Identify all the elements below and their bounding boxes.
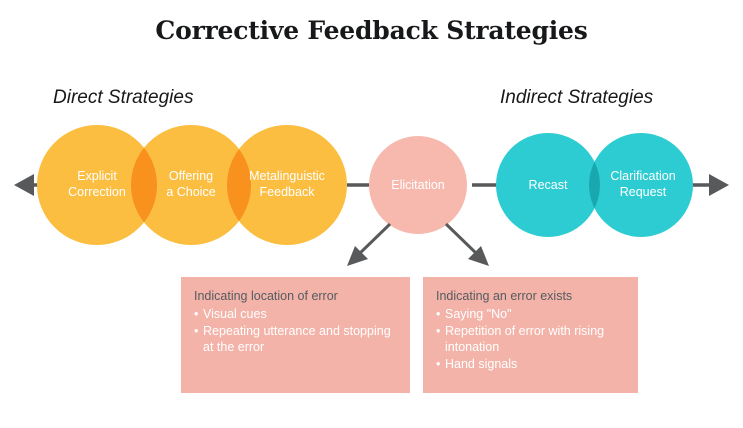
circle-elicitation[interactable]: [369, 136, 467, 234]
list-item: Hand signals: [436, 356, 625, 373]
arrow-to-left-box-icon: [347, 246, 368, 266]
circle-offering-a-choice[interactable]: [131, 125, 251, 245]
info-box-heading: Indicating location of error: [194, 289, 338, 303]
page-title: Corrective Feedback Strategies: [155, 16, 588, 45]
list-item: Repetition of error with rising intonati…: [436, 323, 625, 356]
circle-explicit-correction[interactable]: [37, 125, 157, 245]
list-item: Repeating utterance and stopping at the …: [194, 323, 397, 356]
section-label-indirect: Indirect Strategies: [500, 87, 654, 108]
circle-metalinguistic-feedback[interactable]: [227, 125, 347, 245]
info-box-indicating-location-of-error[interactable]: Indicating location of error Visual cues…: [181, 277, 410, 393]
section-label-direct: Direct Strategies: [53, 87, 194, 108]
list-item: Visual cues: [194, 306, 397, 323]
arrow-right-icon: [709, 174, 729, 196]
info-box-heading: Indicating an error exists: [436, 289, 573, 303]
arrow-to-left-box-shaft: [355, 222, 392, 258]
list-item: Saying "No": [436, 306, 625, 323]
circle-clarification-request[interactable]: [589, 133, 693, 237]
arrow-to-right-box-shaft: [444, 222, 481, 258]
info-box-list: Saying "No" Repetition of error with ris…: [436, 306, 625, 372]
arrow-to-right-box-icon: [468, 246, 489, 266]
info-box-list: Visual cues Repeating utterance and stop…: [194, 306, 397, 356]
info-box-indicating-an-error-exists[interactable]: Indicating an error exists Saying "No" R…: [423, 277, 638, 393]
arrow-left-icon: [14, 174, 34, 196]
circle-recast[interactable]: [496, 133, 600, 237]
